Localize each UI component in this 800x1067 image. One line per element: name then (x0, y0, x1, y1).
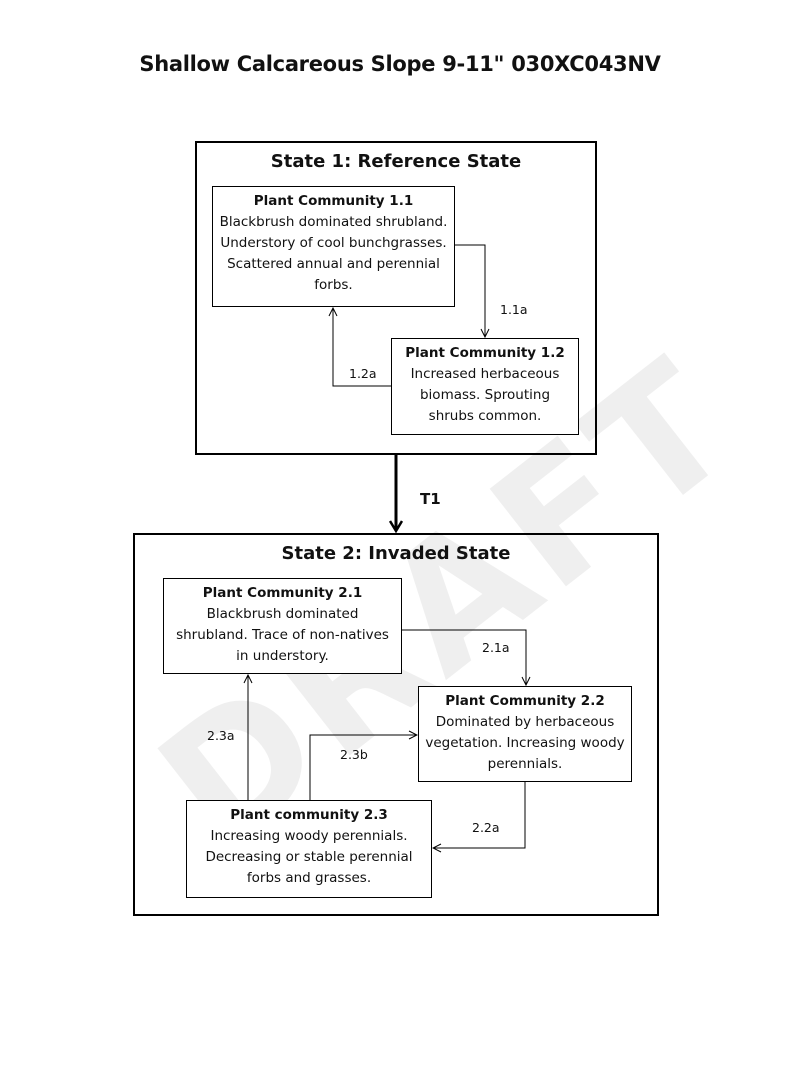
plant-community-2-3: Plant community 2.3 Increasing woody per… (186, 800, 432, 898)
state-1-title: State 1: Reference State (270, 151, 522, 172)
plant-community-2-1-desc: Blackbrush dominated shrubland. Trace of… (176, 606, 389, 664)
plant-community-1-2-desc: Increased herbaceous biomass. Sprouting … (410, 366, 560, 424)
plant-community-2-3-title: Plant community 2.3 (230, 807, 388, 823)
page-title: Shallow Calcareous Slope 9-11" 030XC043N… (139, 52, 661, 76)
arrow-2-2a (433, 782, 526, 848)
pathway-2-3a-label: 2.3a (207, 728, 235, 743)
plant-community-2-1: Plant Community 2.1 Blackbrush dominated… (163, 578, 402, 674)
arrow-1-2a (333, 308, 391, 387)
plant-community-2-2: Plant Community 2.2 Dominated by herbace… (418, 686, 632, 782)
pathway-1-2a-label: 1.2a (349, 366, 377, 381)
state-2-box: State 2: Invaded State (133, 533, 659, 916)
pathway-2-2a-label: 2.2a (472, 820, 500, 835)
arrow-2-3b (309, 735, 417, 800)
state-1-box: State 1: Reference State (195, 141, 597, 455)
arrow-2-1a (402, 629, 526, 685)
plant-community-1-1-title: Plant Community 1.1 (253, 193, 414, 209)
pathway-1-1a-label: 1.1a (500, 302, 528, 317)
plant-community-2-2-desc: Dominated by herbaceous vegetation. Incr… (425, 714, 625, 772)
plant-community-2-1-title: Plant Community 2.1 (202, 585, 363, 601)
state-2-title: State 2: Invaded State (281, 543, 511, 564)
plant-community-1-1: Plant Community 1.1 Blackbrush dominated… (212, 186, 455, 307)
pathway-2-1a-label: 2.1a (482, 640, 510, 655)
arrow-1-1a (455, 244, 485, 337)
plant-community-2-2-title: Plant Community 2.2 (445, 693, 605, 709)
plant-community-2-3-desc: Increasing woody perennials. Decreasing … (205, 828, 413, 886)
transition-t1-label: T1 (420, 490, 441, 508)
plant-community-1-2-title: Plant Community 1.2 (405, 345, 565, 361)
plant-community-1-1-desc: Blackbrush dominated shrubland. Understo… (219, 214, 448, 293)
pathway-2-3b-label: 2.3b (340, 747, 368, 762)
plant-community-1-2: Plant Community 1.2 Increased herbaceous… (391, 338, 579, 435)
